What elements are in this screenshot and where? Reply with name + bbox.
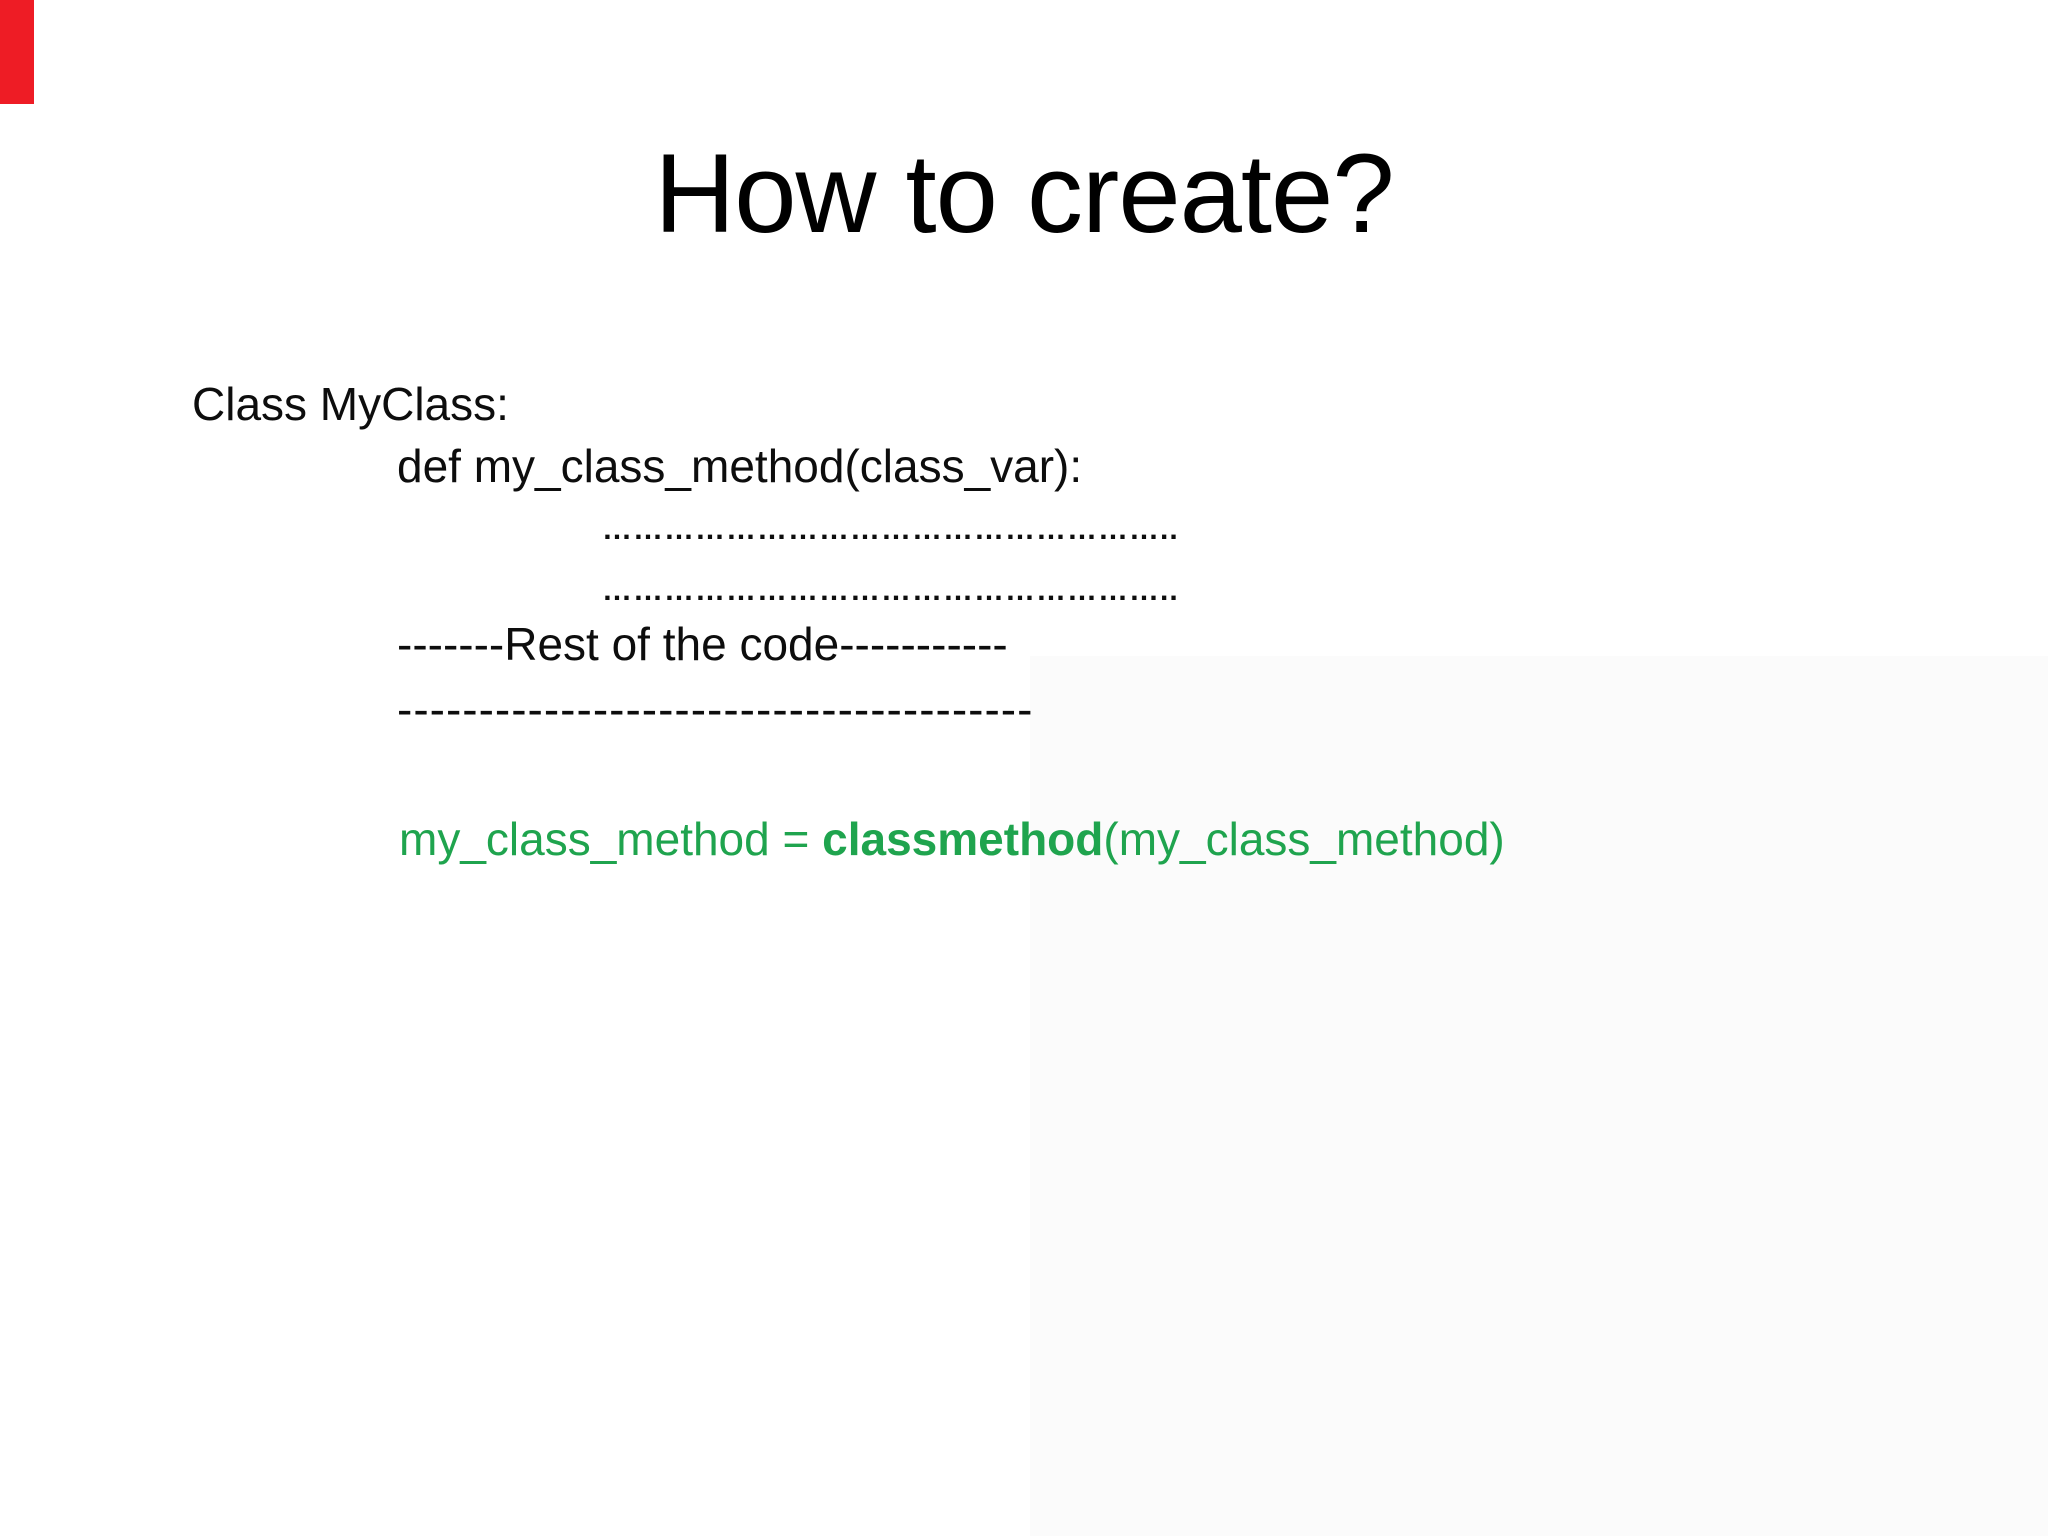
bottom-right-shade (1030, 656, 2048, 1536)
dotted-placeholder-line-1: ……………………………………………….. (602, 513, 1179, 546)
dotted-placeholder-line-2: ……………………………………………….. (602, 574, 1179, 607)
code-line-def: def my_class_method(class_var): (397, 440, 1083, 492)
assignment-keyword-classmethod: classmethod (822, 813, 1104, 865)
assignment-suffix: (my_class_method) (1103, 813, 1505, 865)
classmethod-assignment-line: my_class_method = classmethod(my_class_m… (399, 816, 1505, 862)
dashed-divider-line: --------------------------------------- (397, 683, 1034, 735)
rest-of-code-line: -------Rest of the code----------- (397, 618, 1008, 670)
code-line-class-declaration: Class MyClass: (192, 378, 509, 430)
red-accent-bar (0, 0, 34, 104)
assignment-prefix: my_class_method = (399, 813, 823, 865)
slide-title: How to create? (654, 131, 1394, 256)
